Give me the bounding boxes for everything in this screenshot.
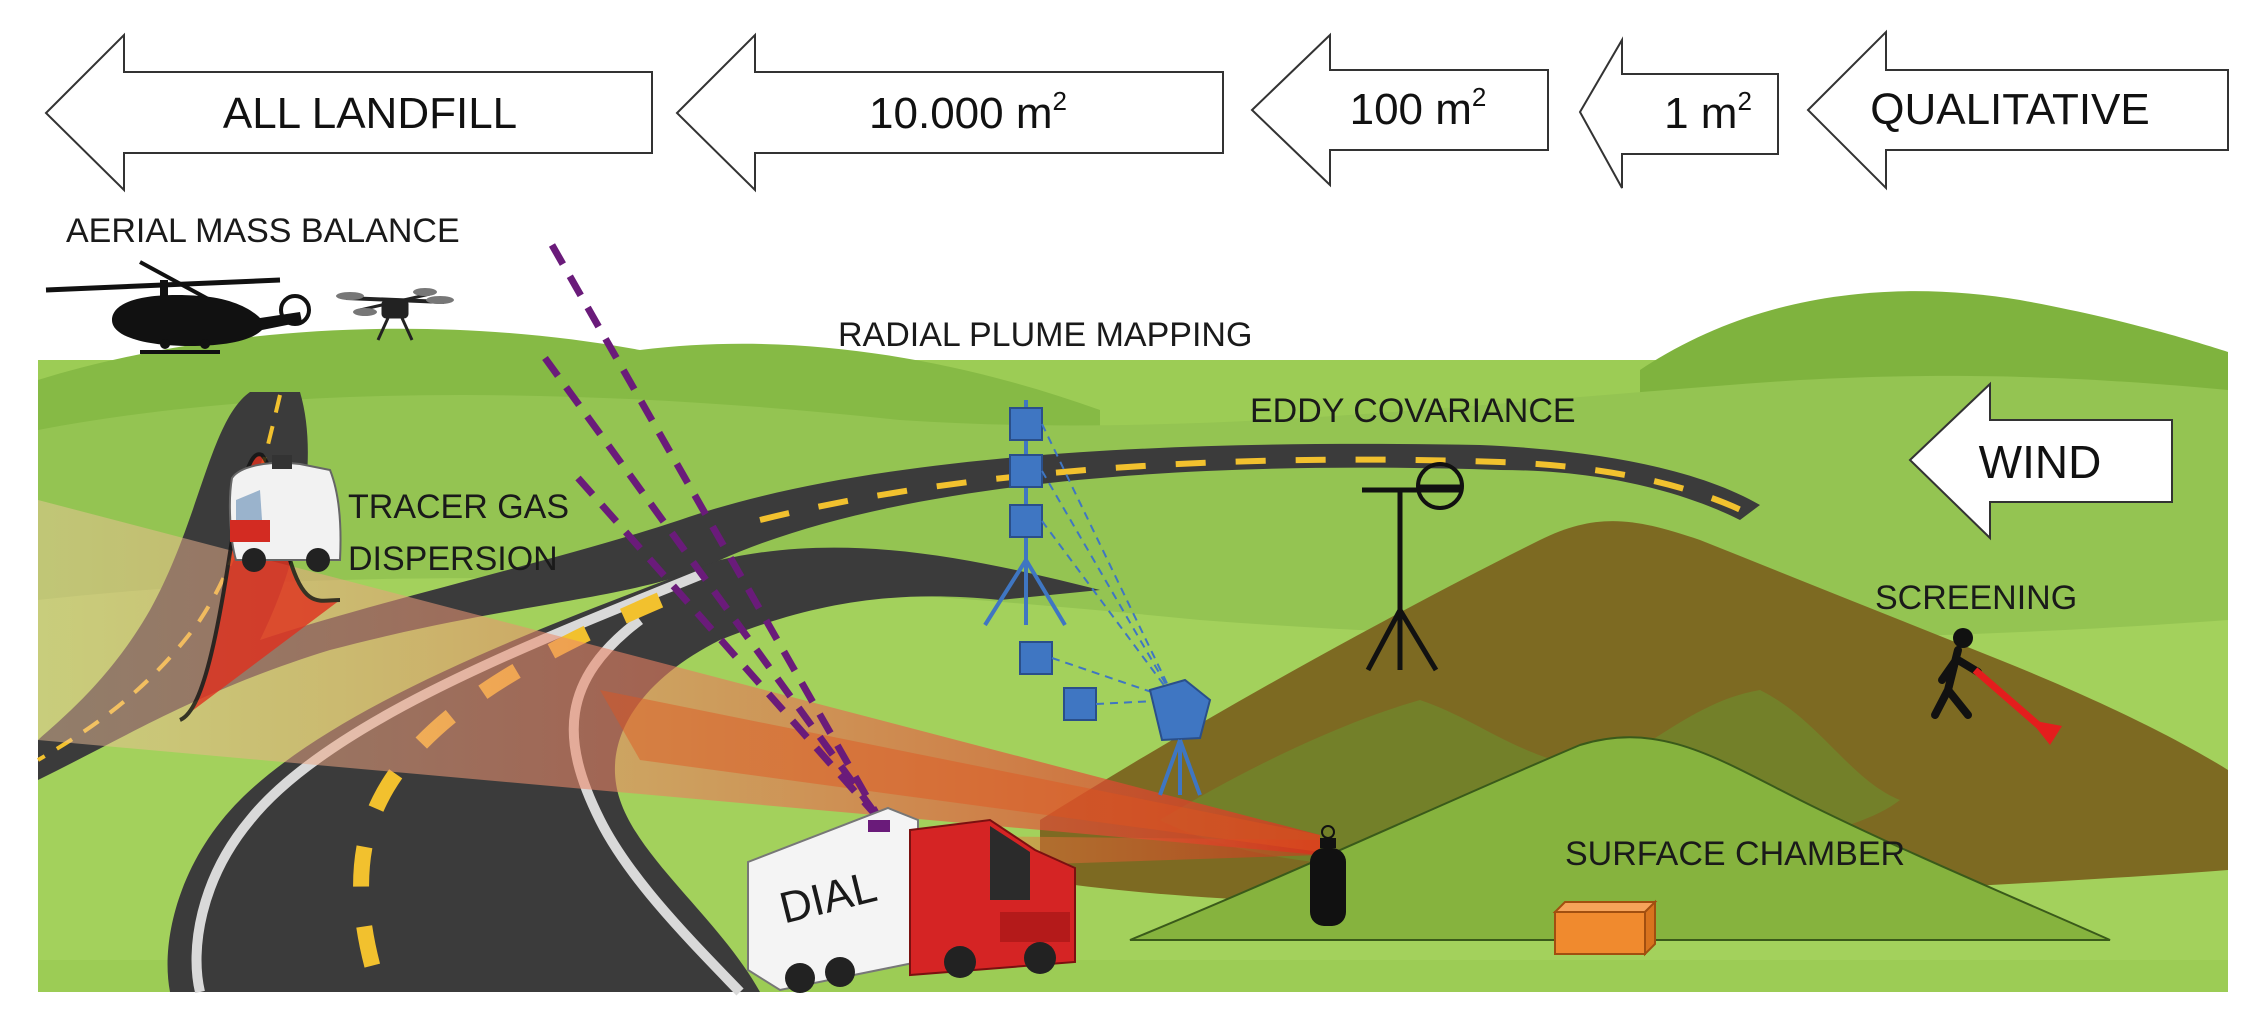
rpm-tower <box>983 400 1212 796</box>
aerial-laser-lines <box>542 243 884 823</box>
screening-probe <box>1972 667 2047 733</box>
truck-icon: DIAL <box>747 806 1076 993</box>
helicopter-icon <box>45 260 311 354</box>
label-eddy-covariance: EDDY COVARIANCE <box>1250 392 1576 430</box>
laser-line-1 <box>548 243 884 822</box>
scale-arrow-label: QUALITATIVE <box>1870 85 2150 134</box>
rpm-scanner <box>1148 678 1212 742</box>
tracer-beam <box>38 500 1320 855</box>
tracer-plume-group <box>38 452 1320 855</box>
rpm-reflector <box>1009 454 1043 488</box>
scale-arrow-1-m2: 1 m2 <box>1578 36 1779 189</box>
road-center-dashes-far <box>759 456 1747 523</box>
rpm-reflector <box>1009 407 1043 441</box>
road-front <box>167 547 1101 992</box>
label-screening: SCREENING <box>1875 579 2077 617</box>
scale-arrow-all-landfill: ALL LANDFILL <box>44 32 653 193</box>
van-icon <box>228 455 342 572</box>
scale-arrow-label: 100 m2 <box>1350 82 1487 134</box>
rpm-reflector <box>1019 641 1053 675</box>
label-radial-plume-mapping: RADIAL PLUME MAPPING <box>838 316 1252 354</box>
rpm-reflector <box>1009 504 1043 538</box>
label-surface-chamber: SURFACE CHAMBER <box>1565 835 1905 873</box>
surface-chamber-icon <box>1552 899 1658 957</box>
scale-arrows: ALL LANDFILL 10.000 m2 100 m2 1 m2 QUALI… <box>44 29 2229 193</box>
label-aerial-mass-balance: AERIAL MASS BALANCE <box>66 212 460 250</box>
laser-line-2 <box>542 355 883 823</box>
drone-icon <box>336 288 454 341</box>
rpm-reflector <box>1063 687 1097 721</box>
gaussian-plume-curve <box>179 452 341 722</box>
label-tracer-gas-line2: DISPERSION <box>348 540 558 578</box>
label-tracer-gas-line1: TRACER GAS <box>348 488 569 526</box>
road-edge-line <box>191 570 702 994</box>
scale-arrow-label: 10.000 m2 <box>869 86 1067 138</box>
dial-beam-wide <box>600 690 1320 852</box>
wind-arrow: WIND <box>1908 381 2173 541</box>
scale-arrow-label: 1 m2 <box>1664 86 1752 138</box>
scale-arrow-10000-m2: 10.000 m2 <box>675 32 1224 193</box>
gas-cylinder-icon <box>1310 825 1346 926</box>
laser-line-3 <box>575 475 883 823</box>
wind-label: WIND <box>1979 436 2102 488</box>
scale-arrow-label: ALL LANDFILL <box>223 89 517 138</box>
tripod-icon <box>1362 462 1464 672</box>
walking-person-icon <box>1931 628 2062 745</box>
scale-arrow-qualitative: QUALITATIVE <box>1806 29 2229 191</box>
scale-arrow-100-m2: 100 m2 <box>1250 32 1549 188</box>
